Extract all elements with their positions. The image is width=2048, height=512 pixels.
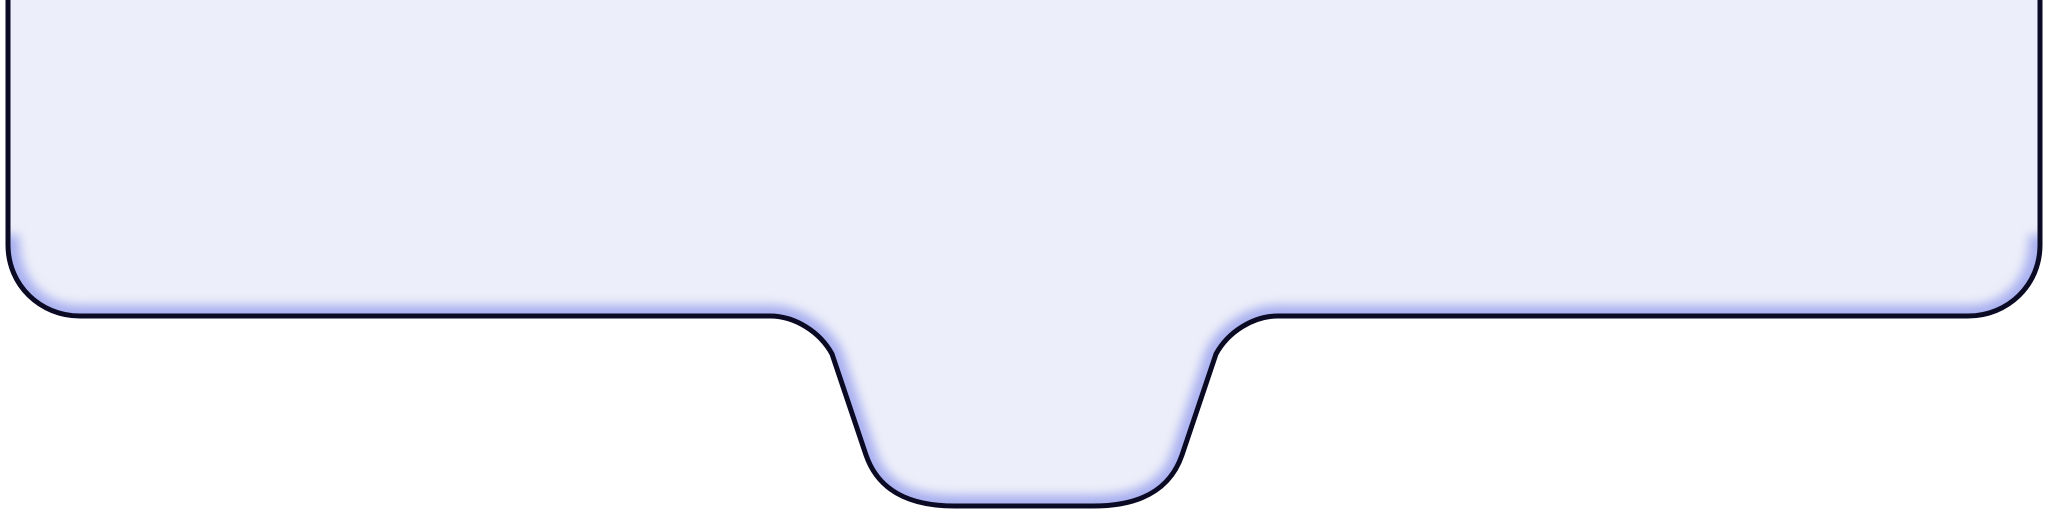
panel-body bbox=[8, 0, 2040, 506]
bottom-tab[interactable] bbox=[832, 316, 1216, 506]
panel-border bbox=[5, 0, 2043, 509]
